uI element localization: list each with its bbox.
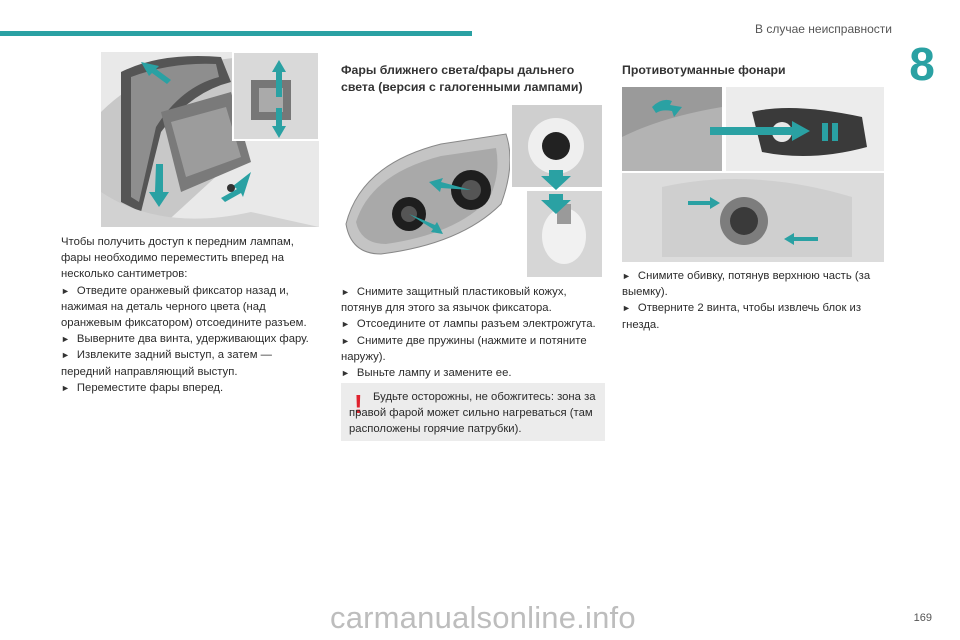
chapter-number: 8 bbox=[909, 38, 935, 90]
middle-column: ►Снимите защитный пластиковый кожух, пот… bbox=[341, 284, 605, 381]
bullet-arrow-icon: ► bbox=[341, 319, 350, 330]
list-item: ►Отведите оранжевый фиксатор назад и, на… bbox=[61, 283, 321, 332]
warning-text: Будьте осторожны, не обожгитесь: зона за… bbox=[349, 391, 596, 435]
step-text: Снимите две пружины (нажмите и потяните … bbox=[341, 334, 587, 363]
step-text: Отведите оранжевый фиксатор назад и, наж… bbox=[61, 284, 307, 330]
step-text: Извлеките задний выступ, а затем — перед… bbox=[61, 349, 272, 378]
bullet-arrow-icon: ► bbox=[61, 382, 70, 393]
page-number: 169 bbox=[913, 612, 932, 624]
list-item: ►Снимите обивку, потянув верхнюю часть (… bbox=[622, 268, 886, 300]
step-text: Снимите защитный пластиковый кожух, потя… bbox=[341, 286, 567, 315]
watermark: carmanualsonline.info bbox=[330, 600, 636, 635]
bullet-arrow-icon: ► bbox=[341, 287, 350, 297]
step-text: Отверните 2 винта, чтобы извлечь блок из… bbox=[622, 302, 862, 331]
step-text: Снимите обивку, потянув верхнюю часть (з… bbox=[622, 270, 871, 299]
bullet-arrow-icon: ► bbox=[61, 350, 70, 361]
bullet-arrow-icon: ► bbox=[341, 368, 350, 379]
list-item: ►Отверните 2 винта, чтобы извлечь блок и… bbox=[622, 300, 886, 332]
list-item: ► Переместите фары вперед. bbox=[61, 380, 321, 396]
list-item: ► Выверните два винта, удерживающих фару. bbox=[61, 331, 321, 347]
fog-lamp-drawing bbox=[622, 87, 884, 262]
step-text: Отсоедините от лампы разъем электрожгута… bbox=[356, 318, 596, 331]
warning-exclamation-icon: ! bbox=[354, 389, 363, 419]
list-item: ►Извлеките задний выступ, а затем — пере… bbox=[61, 347, 321, 379]
bullet-arrow-icon: ► bbox=[622, 271, 631, 281]
step-text: Выверните два винта, удерживающих фару. bbox=[76, 333, 309, 346]
headlamp-removal-illustration bbox=[101, 52, 319, 227]
list-item: ► Отсоедините от лампы разъем электрожгут… bbox=[341, 316, 605, 332]
left-column: Чтобы получить доступ к передним лампам,… bbox=[61, 234, 321, 396]
list-item: ►Снимите две пружины (нажмите и потяните… bbox=[341, 333, 605, 365]
bullet-arrow-icon: ► bbox=[61, 285, 70, 296]
bullet-arrow-icon: ► bbox=[622, 303, 631, 314]
step-text: Переместите фары вперед. bbox=[76, 381, 224, 394]
warning-box: ! Будьте осторожны, не обожгитесь: зона … bbox=[341, 383, 605, 441]
left-intro-text: Чтобы получить доступ к передним лампам,… bbox=[61, 236, 294, 281]
list-item: ►Снимите защитный пластиковый кожух, пот… bbox=[341, 284, 605, 316]
bullet-arrow-icon: ► bbox=[341, 335, 350, 346]
right-column: ►Снимите обивку, потянув верхнюю часть (… bbox=[622, 268, 886, 333]
bullet-arrow-icon: ► bbox=[61, 334, 70, 345]
list-item: ► Выньте лампу и замените ее. bbox=[341, 365, 605, 381]
step-text: Выньте лампу и замените ее. bbox=[356, 367, 512, 380]
section-heading-fog-lamps: Противотуманные фонари bbox=[622, 63, 786, 77]
chapter-title: В случае неисправности bbox=[755, 22, 892, 36]
headlamp-removal-drawing bbox=[101, 52, 319, 227]
headlamp-bulb-illustration bbox=[341, 104, 603, 278]
headlamp-bulb-drawing bbox=[341, 104, 603, 278]
chapter-accent-bar bbox=[0, 31, 472, 36]
fog-lamp-illustration bbox=[622, 87, 884, 262]
section-heading-headlamps: Фары ближнего света/фары дальнего света … bbox=[341, 63, 583, 94]
